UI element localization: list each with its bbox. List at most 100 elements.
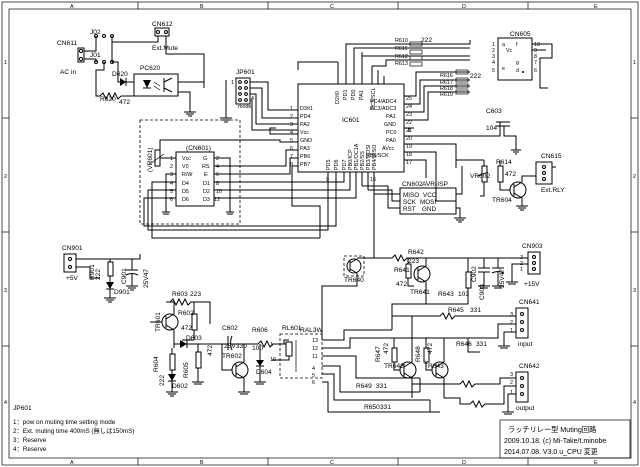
svg-text:1: 1 — [231, 80, 234, 86]
resistor-r647: R647 472 — [375, 338, 400, 371]
svg-text:CN903: CN903 — [522, 243, 543, 250]
svg-text:TR643: TR643 — [424, 363, 444, 370]
connector-cn602-isp: CN602 AVR-ISP MISO VCC SCK MOSI RST GND — [362, 166, 466, 223]
svg-text:PC5/SCL: PC5/SCL — [371, 88, 377, 110]
svg-text:CN611: CN611 — [57, 40, 77, 47]
resistor-r604: R604 222 — [153, 348, 176, 386]
svg-text:6: 6 — [216, 172, 219, 178]
svg-text:103: 103 — [458, 291, 469, 298]
svg-text:331: 331 — [470, 307, 481, 314]
resistor-network-r610: R610 R611 R612 R613 222 — [395, 37, 432, 67]
svg-text:CN641: CN641 — [519, 299, 540, 306]
svg-text:1: 1 — [520, 267, 523, 273]
relay-rl601: RL601 RAL3W 1 16 13 12 11 4 5 6 — [270, 325, 440, 413]
svg-text:a: a — [502, 42, 505, 48]
svg-text:R616: R616 — [440, 73, 453, 79]
svg-text:R618: R618 — [440, 86, 453, 92]
photocoupler-pc620: PC620 — [126, 65, 205, 117]
svg-text:23: 23 — [406, 112, 412, 118]
svg-text:R603: R603 — [172, 291, 188, 298]
jumper-j02: J02 — [90, 29, 114, 46]
svg-text:472: 472 — [427, 343, 434, 354]
svg-text:1: 1 — [170, 156, 173, 162]
svg-text:4：Reserve: 4：Reserve — [13, 446, 47, 453]
svg-text:PD4: PD4 — [300, 114, 311, 120]
svg-text:R605: R605 — [183, 362, 190, 378]
svg-text:RST: RST — [403, 206, 416, 213]
svg-text:17: 17 — [406, 160, 412, 166]
capacitor-c603: C603 104 — [404, 108, 521, 155]
svg-text:1: 1 — [510, 390, 513, 396]
svg-text:PB4/MISO: PB4/MISO — [372, 145, 378, 170]
svg-text:PA1: PA1 — [386, 114, 396, 120]
svg-text:D6: D6 — [182, 197, 189, 203]
row-label-4-right: 4 — [633, 400, 636, 406]
svg-text:222: 222 — [470, 73, 481, 80]
svg-text:8: 8 — [216, 181, 219, 187]
svg-text:GND: GND — [422, 206, 436, 213]
svg-text:+5V: +5V — [66, 275, 79, 282]
svg-text:R602: R602 — [178, 310, 194, 317]
svg-text:9: 9 — [326, 177, 329, 183]
svg-text:CN605: CN605 — [510, 31, 531, 38]
svg-text:12: 12 — [214, 197, 220, 203]
svg-text:RL601: RL601 — [282, 325, 302, 332]
resistor-r641: R641 472 — [394, 258, 414, 288]
svg-text:C902: C902 — [471, 266, 478, 282]
svg-text:1: 1 — [510, 328, 513, 334]
svg-text:D3: D3 — [203, 197, 210, 203]
svg-text:4: 4 — [251, 96, 254, 102]
svg-text:R611: R611 — [395, 46, 408, 52]
svg-text:PA2: PA2 — [300, 122, 310, 128]
svg-text:CN602: CN602 — [402, 181, 423, 188]
svg-text:PD0: PD0 — [351, 90, 357, 101]
svg-text:6: 6 — [312, 380, 315, 386]
svg-text:input: input — [518, 341, 532, 348]
svg-text:R641: R641 — [394, 267, 410, 274]
ground-rail — [419, 378, 431, 412]
svg-text:C901: C901 — [121, 268, 128, 284]
title-circuit-name: ラッチリレー型 Muting回路 — [508, 425, 596, 434]
svg-text:25V47: 25V47 — [143, 269, 150, 288]
resistor-r648: R648 472 — [415, 338, 434, 371]
svg-text:10: 10 — [534, 42, 540, 48]
svg-text:CN615: CN615 — [541, 153, 562, 160]
svg-text:1: 1 — [492, 42, 495, 48]
capacitor-c902: C902 — [471, 258, 490, 289]
diode-d604: D604 — [254, 344, 272, 385]
resistor-network-r616: R616 R617 R618 R619 222 — [440, 69, 481, 98]
diode-d620: D620 — [112, 61, 128, 86]
col-label-e-bottom: E — [594, 460, 598, 466]
resistor-r901: R901 222 — [89, 259, 114, 282]
diode-d602: D602 — [166, 374, 188, 397]
svg-text:24: 24 — [406, 104, 412, 110]
mcu-ic601: IC601 D3/t1 PD4 PA2 Vcc GND PA3 PB6 PB7 … — [290, 52, 412, 196]
svg-text:CN642: CN642 — [519, 363, 540, 370]
connector-cn641: CN641 input 3 2 1 — [392, 299, 540, 349]
diode-d603: D603 — [174, 335, 222, 348]
svg-text:JP601: JP601 — [236, 69, 255, 76]
svg-text:PB6: PB6 — [300, 154, 310, 160]
bus-ic-to-cn605 — [297, 40, 471, 121]
transistor-tr642: TR642 — [384, 316, 417, 398]
svg-text:12: 12 — [312, 346, 318, 352]
svg-text:PB3/MOSI: PB3/MOSI — [366, 145, 372, 170]
col-label-d: D — [462, 4, 466, 10]
svg-text:222: 222 — [95, 269, 102, 280]
svg-text:TR640: TR640 — [344, 277, 364, 284]
svg-text:R613: R613 — [395, 61, 408, 67]
col-label-a-bottom: A — [70, 460, 74, 466]
svg-text:CN612: CN612 — [152, 21, 173, 28]
svg-text:3: 3 — [492, 54, 495, 60]
svg-text:mode: mode — [238, 104, 252, 110]
resistor-r642: R642 223 — [364, 249, 436, 265]
svg-text:PB5/SCK: PB5/SCK — [366, 153, 389, 159]
svg-text:D3/t1: D3/t1 — [300, 106, 313, 112]
svg-text:f: f — [516, 42, 518, 48]
svg-text:25: 25 — [406, 96, 412, 102]
capacitor-c903: C903 25V47 — [479, 258, 506, 300]
svg-text:R604: R604 — [153, 356, 160, 372]
jumper-jp601: JP601 mode 1 4 — [220, 69, 298, 131]
svg-text:Ext.Mute: Ext.Mute — [152, 45, 178, 52]
